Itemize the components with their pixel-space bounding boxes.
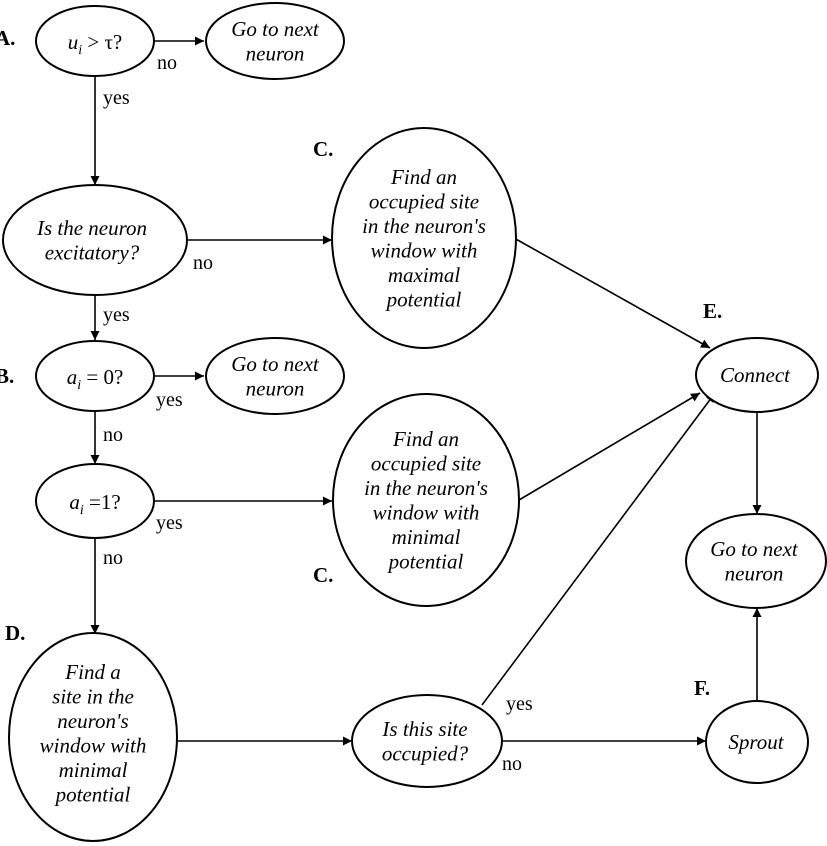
node-c-max <box>331 127 517 349</box>
node-a-next <box>205 2 345 80</box>
node-text-line: window with <box>40 733 147 757</box>
node-text-line: Find an <box>390 165 457 189</box>
node-text-line: potential <box>54 782 131 806</box>
node-text-line: neuron <box>246 41 305 65</box>
node-occupied <box>351 694 503 788</box>
step-label-c-bottom: C. <box>313 563 333 587</box>
edge-label-occ-yes: yes <box>506 693 533 715</box>
node-b-next <box>205 337 345 415</box>
node-text-line: in the neuron's <box>364 476 488 500</box>
edge-label-exc-no: no <box>193 252 213 274</box>
node-text-line: occupied? <box>382 741 469 765</box>
node-text-line: Find an <box>392 427 459 451</box>
node-text-line: Go to next <box>231 17 320 41</box>
edge-label-a1-no: no <box>103 547 123 569</box>
step-labels: A. B. C. C. D. E. F. <box>0 26 722 700</box>
node-text-line: window with <box>371 238 478 262</box>
a0-rest: = 0? <box>81 365 123 389</box>
a0-subscript: i <box>77 378 81 393</box>
node-text-line: occupied site <box>371 451 481 475</box>
node-text-line: Go to next <box>710 537 799 561</box>
threshold-rest: > <box>82 30 104 54</box>
edge-labels: no yes no yes yes no yes no yes no <box>103 52 533 775</box>
node-threshold-check-text: ui > τ? <box>68 30 123 58</box>
node-a1 <box>35 463 155 539</box>
edge-cmin-to-connect <box>518 392 701 501</box>
node-text-line: excitatory? <box>45 240 140 264</box>
node-text-line: minimal <box>392 525 461 549</box>
node-text-line: in the neuron's <box>362 214 486 238</box>
node-text-line: window with <box>373 500 480 524</box>
node-text-line: potential <box>385 287 462 311</box>
edge-label-exc-yes: yes <box>103 304 130 326</box>
node-text-line: Is the neuron <box>36 216 147 240</box>
node-d-find <box>8 632 178 842</box>
node-text-line: neuron's <box>57 709 128 733</box>
node-a1-text: ai =1? <box>69 490 120 518</box>
node-threshold-check <box>35 5 155 77</box>
step-label-f: F. <box>694 676 710 700</box>
node-excitatory <box>2 184 188 296</box>
a1-var: a <box>69 490 80 514</box>
edge-label-a1-yes: yes <box>156 512 183 534</box>
step-label-e: E. <box>703 299 722 323</box>
node-connect-text: Connect <box>720 363 791 387</box>
node-sprout <box>705 700 809 784</box>
step-label-b: B. <box>0 364 14 388</box>
edge-label-b-yes: yes <box>156 389 183 411</box>
threshold-u-var: u <box>68 30 79 54</box>
threshold-tau: τ? <box>104 30 122 54</box>
edge-label-a-yes: yes <box>103 87 130 109</box>
node-text-line: site in the <box>52 684 134 708</box>
node-text-line: minimal <box>59 758 128 782</box>
node-b-a0-text: ai = 0? <box>67 365 124 393</box>
node-text-line: potential <box>387 549 464 573</box>
threshold-subscript: i <box>78 43 82 58</box>
node-e-next <box>685 513 827 609</box>
step-label-c-top: C. <box>313 137 333 161</box>
node-text-line: occupied site <box>369 189 479 213</box>
node-text-line: Go to next <box>231 352 320 376</box>
step-label-d: D. <box>5 621 25 645</box>
edge-occupied-to-connect <box>481 392 716 706</box>
edges <box>90 36 762 746</box>
edge-label-occ-no: no <box>502 753 522 775</box>
edge-label-b-no: no <box>103 424 123 446</box>
node-text-line: Find a <box>64 660 120 684</box>
edge-label-a-no: no <box>157 52 177 74</box>
a1-rest: =1? <box>84 490 121 514</box>
node-text-line: neuron <box>725 561 784 585</box>
step-label-a: A. <box>0 26 15 50</box>
a1-subscript: i <box>80 503 84 518</box>
node-sprout-text: Sprout <box>728 730 784 754</box>
edge-cmax-to-connect <box>513 237 711 349</box>
node-c-min <box>332 393 520 607</box>
node-text-line: Sprout <box>728 730 784 754</box>
node-text-line: neuron <box>246 376 305 400</box>
node-b-a0 <box>35 340 155 412</box>
node-text-line: maximal <box>388 263 460 287</box>
node-text-line: Is this site <box>381 717 467 741</box>
a0-var: a <box>67 365 78 389</box>
node-text-line: Connect <box>720 363 791 387</box>
node-connect <box>695 337 819 413</box>
